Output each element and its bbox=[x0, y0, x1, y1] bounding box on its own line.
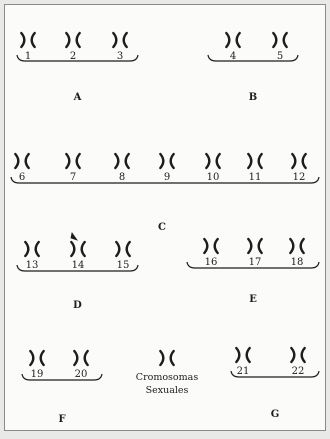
chromosome-pair-4-chromatid-left bbox=[226, 33, 229, 47]
group-label-g: G bbox=[271, 410, 280, 420]
pair-number-16: 16 bbox=[205, 258, 218, 268]
pair-number-6: 6 bbox=[19, 173, 25, 183]
chromosome-pair-22-chromatid-right bbox=[302, 348, 305, 362]
group-label-b: B bbox=[249, 93, 257, 103]
pair-number-13: 13 bbox=[26, 261, 39, 271]
chromosome-pair-18-chromatid-right bbox=[301, 239, 304, 253]
chromosome-pair-12-chromatid-left bbox=[292, 154, 295, 168]
pair-number-22: 22 bbox=[292, 367, 305, 377]
chromosome-pair-10-chromatid-left bbox=[206, 154, 209, 168]
chromosome-pair-13-chromatid-right bbox=[36, 242, 39, 256]
chromosome-pair-17-chromatid-right bbox=[259, 239, 262, 253]
chromosome-pair-14-chromatid-right bbox=[82, 242, 85, 256]
chromosome-pair-9-chromatid-right bbox=[171, 154, 174, 168]
chromosome-pair-2-chromatid-left bbox=[66, 33, 69, 47]
group-bracket-b bbox=[208, 55, 298, 61]
chromosome-pair-22-chromatid-left bbox=[291, 348, 294, 362]
group-label-e: E bbox=[249, 295, 257, 305]
chromosome-pair-8-chromatid-right bbox=[126, 154, 129, 168]
pair-number-2: 2 bbox=[70, 52, 76, 62]
chromosome-pair-20-chromatid-right bbox=[85, 351, 88, 365]
chromosome-pair-7-chromatid-left bbox=[66, 154, 69, 168]
chromosome-pair-1-chromatid-left bbox=[21, 33, 24, 47]
pair-number-8: 8 bbox=[119, 173, 125, 183]
sex-chromosomes-label-line2: Sexuales bbox=[146, 386, 189, 396]
chromosome-pair-16-chromatid-right bbox=[215, 239, 218, 253]
pair-number-7: 7 bbox=[70, 173, 76, 183]
arrow-marker-icon bbox=[71, 233, 77, 240]
chromosome-pair-21-chromatid-right bbox=[247, 348, 250, 362]
chromosome-pair-3-chromatid-left bbox=[113, 33, 116, 47]
group-label-f: F bbox=[58, 415, 65, 425]
pair-number-5: 5 bbox=[277, 52, 283, 62]
pair-number-4: 4 bbox=[230, 52, 236, 62]
pair-number-11: 11 bbox=[249, 173, 262, 183]
karyotype-drawing bbox=[5, 5, 327, 432]
pair-number-10: 10 bbox=[207, 173, 220, 183]
chromosome-pair-16-chromatid-left bbox=[204, 239, 207, 253]
sex-chromosomes-label-line1: Cromosomas bbox=[136, 373, 198, 383]
pair-number-9: 9 bbox=[164, 173, 170, 183]
pair-number-3: 3 bbox=[117, 52, 123, 62]
chromosome-pair-2-chromatid-right bbox=[77, 33, 80, 47]
chromosome-pair-5-chromatid-right bbox=[284, 33, 287, 47]
chromosome-pair-15-chromatid-right bbox=[127, 242, 130, 256]
chromosome-pair-21-chromatid-left bbox=[236, 348, 239, 362]
chromosome-pair-6-chromatid-right bbox=[26, 154, 29, 168]
chromosome-pair-19-chromatid-right bbox=[41, 351, 44, 365]
pair-number-15: 15 bbox=[117, 261, 130, 271]
pair-number-21: 21 bbox=[237, 367, 250, 377]
sex-chromosome-pair-chromatid-left bbox=[160, 351, 163, 365]
group-label-a: A bbox=[74, 93, 82, 103]
group-label-c: C bbox=[158, 223, 166, 233]
chromosome-pair-17-chromatid-left bbox=[248, 239, 251, 253]
pair-number-19: 19 bbox=[31, 370, 44, 380]
pair-number-1: 1 bbox=[25, 52, 31, 62]
chromosome-pair-10-chromatid-right bbox=[217, 154, 220, 168]
chromosome-pair-14-chromatid-left bbox=[71, 242, 74, 256]
pair-number-20: 20 bbox=[75, 370, 88, 380]
group-label-d: D bbox=[73, 301, 82, 311]
chromosome-pair-3-chromatid-right bbox=[124, 33, 127, 47]
chromosome-pair-11-chromatid-left bbox=[248, 154, 251, 168]
chromosome-pair-8-chromatid-left bbox=[115, 154, 118, 168]
chromosome-pair-7-chromatid-right bbox=[77, 154, 80, 168]
chromosome-pair-13-chromatid-left bbox=[25, 242, 28, 256]
chromosome-pair-12-chromatid-right bbox=[303, 154, 306, 168]
chromosome-pair-20-chromatid-left bbox=[74, 351, 77, 365]
chromosome-pair-9-chromatid-left bbox=[160, 154, 163, 168]
sex-chromosome-pair-chromatid-right bbox=[171, 351, 174, 365]
chromosome-pair-5-chromatid-left bbox=[273, 33, 276, 47]
chromosome-pair-15-chromatid-left bbox=[116, 242, 119, 256]
chromosome-pair-11-chromatid-right bbox=[259, 154, 262, 168]
chromosome-pair-4-chromatid-right bbox=[237, 33, 240, 47]
chromosome-pair-6-chromatid-left bbox=[15, 154, 18, 168]
chromosome-pair-19-chromatid-left bbox=[30, 351, 33, 365]
pair-number-18: 18 bbox=[291, 258, 304, 268]
pair-number-17: 17 bbox=[249, 258, 262, 268]
pair-number-14: 14 bbox=[72, 261, 85, 271]
pair-number-12: 12 bbox=[293, 173, 306, 183]
chromosome-pair-18-chromatid-left bbox=[290, 239, 293, 253]
chromosome-pair-1-chromatid-right bbox=[32, 33, 35, 47]
